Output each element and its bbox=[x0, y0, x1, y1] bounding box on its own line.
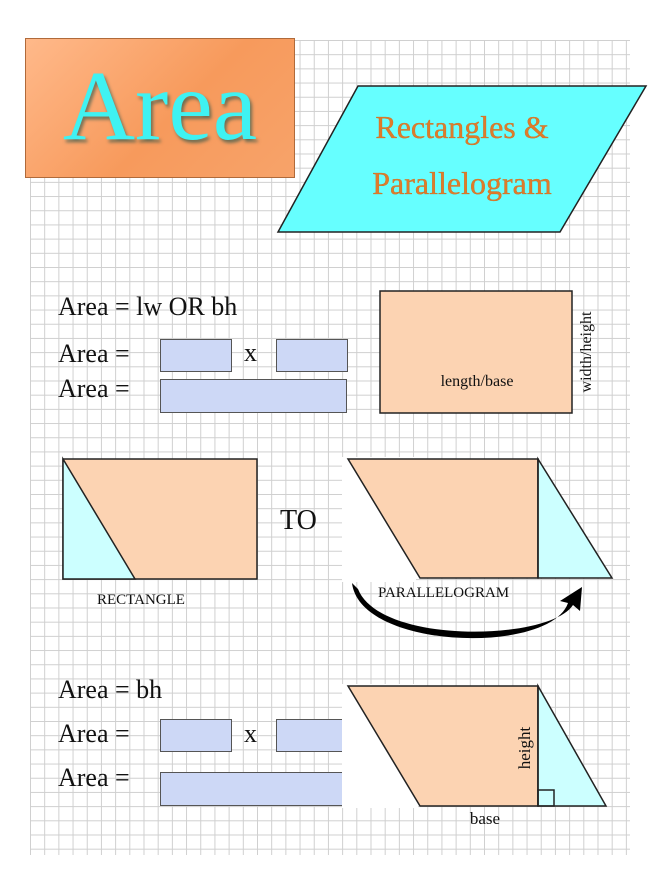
title-box: Area bbox=[25, 38, 295, 178]
times-sign-2: x bbox=[244, 719, 257, 748]
parallelogram-caption: PARALLELOGRAM bbox=[378, 585, 510, 601]
area-result-box[interactable] bbox=[160, 379, 347, 413]
parallelogram-diagram: height base bbox=[342, 683, 608, 828]
area-row1-label: Area = bbox=[58, 339, 130, 368]
base-label: base bbox=[470, 809, 500, 828]
height-input-box[interactable] bbox=[276, 719, 348, 752]
formula-bh: Area = bh bbox=[58, 675, 163, 704]
width-height-label: width/height bbox=[578, 311, 595, 392]
to-label: TO bbox=[280, 505, 317, 536]
length-base-label: length/base bbox=[441, 373, 514, 390]
times-sign: x bbox=[244, 338, 257, 367]
formula-lw-bh: Area = lw OR bh bbox=[58, 292, 238, 321]
area-row4-label: Area = bbox=[58, 763, 130, 792]
banner-line1: Rectangles & bbox=[375, 109, 548, 145]
right-angle-marker bbox=[537, 789, 555, 807]
parallelogram-shape bbox=[342, 456, 614, 639]
rectangle-caption: RECTANGLE bbox=[97, 592, 185, 608]
area-result-box-2[interactable] bbox=[160, 772, 347, 806]
banner-parallelogram: Rectangles & Parallelogram bbox=[276, 85, 648, 233]
height-label: height bbox=[515, 726, 534, 769]
transform-arrow bbox=[352, 583, 582, 639]
area-row2-label: Area = bbox=[58, 374, 130, 403]
rectangle-diagram: length/base width/height bbox=[379, 290, 595, 414]
length-input-box[interactable] bbox=[160, 339, 232, 372]
banner-line2: Parallelogram bbox=[372, 165, 552, 201]
rectangle-shape bbox=[62, 456, 258, 580]
base-input-box[interactable] bbox=[160, 719, 232, 752]
width-input-box[interactable] bbox=[276, 339, 348, 372]
area-row3-label: Area = bbox=[58, 719, 130, 748]
page-title: Area bbox=[62, 50, 258, 161]
